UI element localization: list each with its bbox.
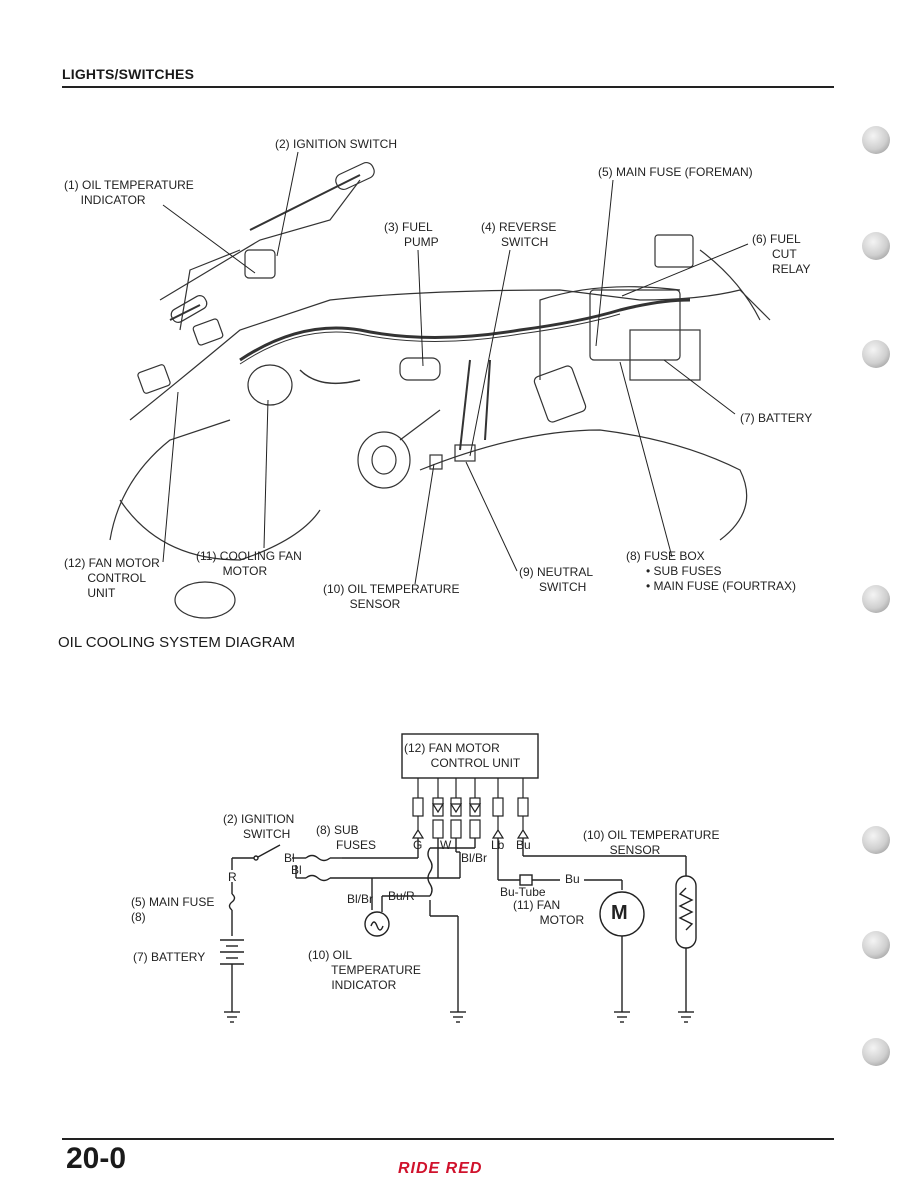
binder-tab [862,232,890,260]
diagram-main-fuse-label: (5) MAIN FUSE (8) [131,895,215,924]
callout-ignition-switch: (2) IGNITION SWITCH [275,137,397,151]
callout-reverse-switch: (4) REVERSE SWITCH [481,220,557,249]
wire-label-lb: Lb [491,838,505,852]
callout-neutral-switch: (9) NEUTRAL SWITCH [519,565,594,594]
callout-cooling-fan-motor: (11) COOLING FAN MOTOR [196,549,302,578]
callout-fuel-pump: (3) FUEL PUMP [384,220,439,249]
binder-tab [862,585,890,613]
wire-label-bu: Bu [516,838,531,852]
wire-label-bu-r: Bu/R [388,889,415,903]
callout-battery: (7) BATTERY [740,411,813,425]
diagram-title: OIL COOLING SYSTEM DIAGRAM [58,634,295,651]
binder-tab [862,1038,890,1066]
binder-tab [862,826,890,854]
section-header: LIGHTS/SWITCHES [62,66,195,82]
wire-label-g: G [413,838,423,852]
diagram-fan-motor-label: (11) FAN MOTOR [513,898,585,927]
callout-fuse-box: (8) FUSE BOX • SUB FUSES • MAIN FUSE (FO… [626,549,796,593]
header-rule [62,86,834,88]
component-layout-illustration [109,151,771,619]
diagram-sub-fuses-label: (8) SUB FUSES [316,823,377,852]
wire-label-bl-br-indicator: Bl/Br [347,892,374,906]
binder-tab [862,340,890,368]
diagram-oil-temp-sensor-label: (10) OIL TEMPERATURE SENSOR [583,828,720,857]
wire-label-r: R [228,870,237,884]
binder-tab [862,126,890,154]
callout-main-fuse-foreman: (5) MAIN FUSE (FOREMAN) [598,165,753,179]
page-number: 20-0 [66,1142,127,1175]
footer-rule [62,1138,834,1140]
motor-symbol: M [611,902,628,924]
diagram-indicator-label: (10) OIL TEMPERATURE INDICATOR [308,948,421,992]
diagram-battery-label: (7) BATTERY [133,950,206,964]
diagram-control-unit-label: (12) FAN MOTOR CONTROL UNIT [404,741,521,770]
diagram-ignition-switch-label: (2) IGNITION SWITCH [223,812,295,841]
wire-label-bu-tube: Bu-Tube [500,885,546,899]
wire-label-bl-lower: Bl [291,863,302,877]
wire-label-bl: Bl [284,851,295,865]
callout-oil-temp-sensor: (10) OIL TEMPERATURE SENSOR [323,582,460,611]
brand-logo: RIDE RED [398,1160,483,1177]
wire-label-bl-br: Bl/Br [461,851,488,865]
binder-tab [862,931,890,959]
callout-fuel-cut-relay: (6) FUEL CUT RELAY [752,232,811,276]
callout-oil-temp-indicator: (1) OIL TEMPERATURE INDICATOR [64,178,194,207]
callout-fan-motor-control-unit: (12) FAN MOTOR CONTROL UNIT [64,556,160,600]
wire-label-bu-fan: Bu [565,872,580,886]
wire-label-w: W [440,838,452,852]
